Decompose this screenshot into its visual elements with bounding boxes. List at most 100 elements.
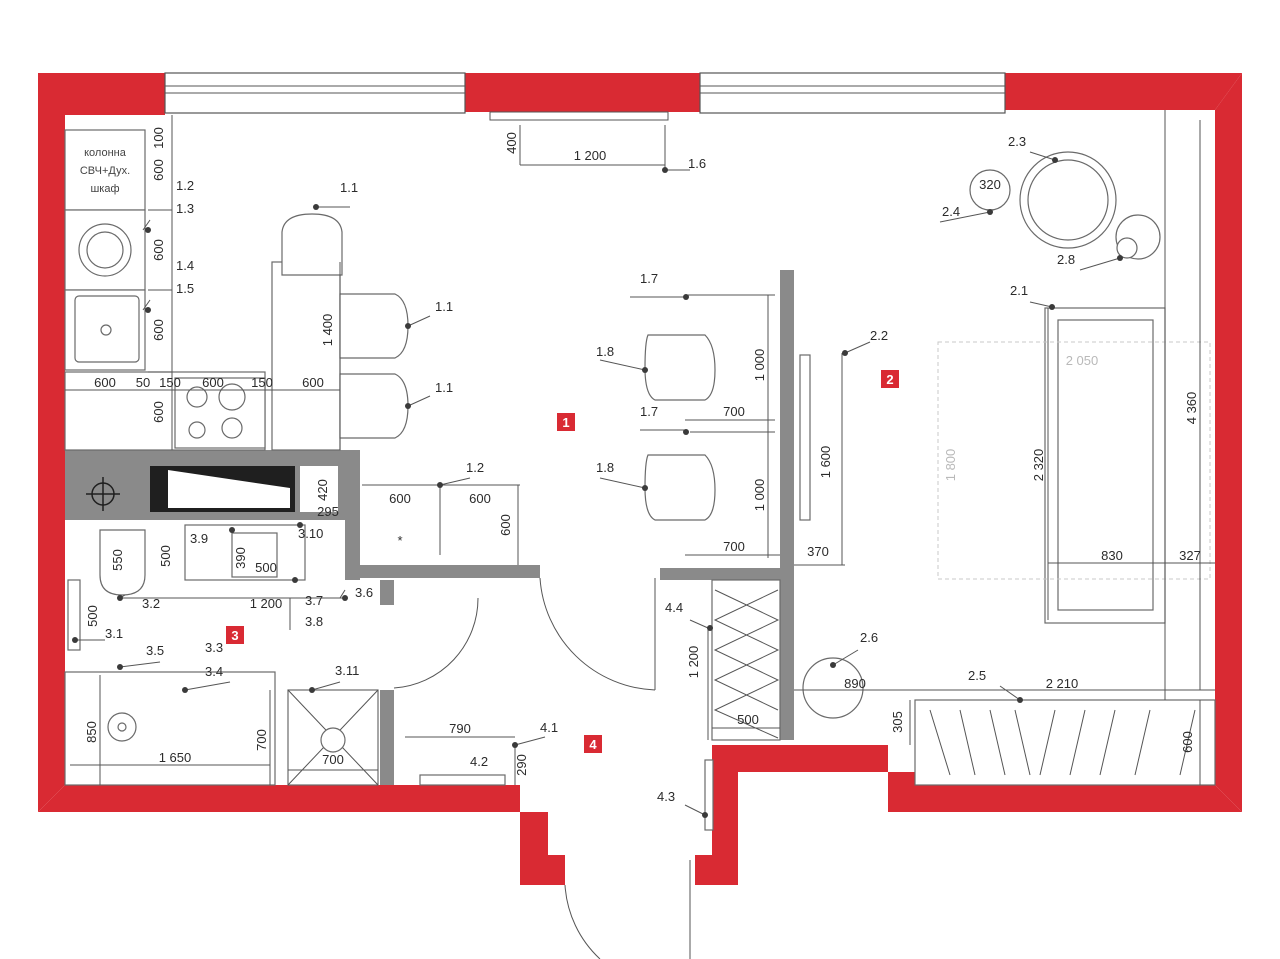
cabinet-note-2: СВЧ+Дух.	[80, 165, 130, 177]
label-1-4: 1.4	[176, 258, 194, 273]
label-3-9: 3.9	[190, 531, 208, 546]
dim-850: 850	[84, 721, 99, 743]
cabinet-note-3: шкаф	[90, 183, 119, 195]
outer-wall-bottom-mid	[712, 745, 915, 885]
dim-50: 50	[136, 375, 150, 390]
outer-wall-bottom-right	[888, 785, 1242, 812]
label-1-7-b: 1.7	[640, 404, 658, 419]
kitchen-left: колонна СВЧ+Дух. шкаф	[64, 129, 266, 451]
dim-500-c: 500	[85, 605, 100, 627]
chair-top	[281, 213, 343, 276]
outer-wall-top-mid	[465, 73, 700, 112]
room-badges: 1 2 3 4	[226, 370, 899, 753]
dim-550: 550	[110, 549, 125, 571]
dim-390: 390	[233, 547, 248, 569]
hall-shelf	[419, 774, 506, 786]
wall-bath-right	[380, 690, 394, 785]
dim-500-d: 500	[737, 712, 759, 727]
label-1-1-b: 1.1	[435, 299, 453, 314]
dim-600-v3: 600	[151, 319, 166, 341]
dim-700-a: 700	[723, 404, 745, 419]
outer-wall-bottom-left	[38, 785, 548, 885]
dim-600-v4: 600	[151, 401, 166, 423]
windows	[164, 72, 1006, 121]
target-icon	[86, 477, 120, 511]
dining-table	[271, 261, 341, 451]
label-2-5: 2.5	[968, 668, 986, 683]
dim-1200-top: 1 200	[574, 148, 607, 163]
chair-right-1	[339, 293, 409, 359]
label-1-1-c: 1.1	[435, 380, 453, 395]
room-badge-1	[557, 413, 575, 431]
outer-wall-left-top	[38, 73, 165, 812]
dim-600-h3: 600	[302, 375, 324, 390]
dim-600-h5: 600	[469, 491, 491, 506]
dimensions: 100 600 600 600 600 600 50 150 600 150 6…	[84, 127, 1201, 776]
dim-100: 100	[151, 127, 166, 149]
dim-1650: 1 650	[159, 750, 192, 765]
dim-4360: 4 360	[1184, 392, 1199, 425]
dim-500-a: 500	[158, 545, 173, 567]
label-4-3: 4.3	[657, 789, 675, 804]
dim-600-v2: 600	[151, 239, 166, 261]
dim-830: 830	[1101, 548, 1123, 563]
label-1-7-a: 1.7	[640, 271, 658, 286]
label-4-2: 4.2	[470, 754, 488, 769]
living-furniture	[799, 110, 1216, 786]
toilet	[99, 529, 146, 596]
wardrobe	[914, 699, 1216, 786]
dim-700-b: 700	[723, 539, 745, 554]
label-1-2-b: 1.2	[466, 460, 484, 475]
wall-shower	[380, 580, 394, 605]
outer-walls	[38, 73, 1242, 885]
outer-wall-entry-left	[520, 855, 565, 885]
shaft-opening	[300, 466, 338, 512]
dim-370: 370	[807, 544, 829, 559]
label-2-1: 2.1	[1010, 283, 1028, 298]
wall-hall-top	[660, 568, 794, 580]
label-3-10: 3.10	[298, 526, 323, 541]
dim-295: 295	[317, 504, 339, 519]
label-3-7: 3.7	[305, 593, 323, 608]
label-2-6: 2.6	[860, 630, 878, 645]
dim-305: 305	[890, 711, 905, 733]
dim-600-h2: 600	[202, 375, 224, 390]
dining-set	[271, 213, 409, 451]
dim-1600: 1 600	[818, 446, 833, 479]
dim-1200-v: 1 200	[686, 646, 701, 679]
item-labels: 1.1 1.1 1.1 1.2 1.3 1.4 1.5 1.2 1.6 1.7 …	[105, 134, 1075, 804]
label-3-8: 3.8	[305, 614, 323, 629]
dim-1200-bath: 1 200	[250, 596, 283, 611]
tv-panel	[799, 354, 811, 521]
dim-1000-a: 1 000	[752, 349, 767, 382]
door-swing-entry	[564, 884, 601, 959]
outer-wall-top-right	[1005, 73, 1242, 110]
label-1-8-a: 1.8	[596, 344, 614, 359]
room-badge-4	[584, 735, 602, 753]
dim-600-v1: 600	[151, 159, 166, 181]
dim-600-h1: 600	[94, 375, 116, 390]
towel-rail	[67, 579, 81, 651]
dim-150-b: 150	[251, 375, 273, 390]
dim-290: 290	[514, 754, 529, 776]
wall-bath-hall-h	[345, 565, 540, 578]
room-number-4: 4	[589, 737, 597, 752]
room-number-1: 1	[562, 415, 569, 430]
label-3-2: 3.2	[142, 596, 160, 611]
label-3-6: 3.6	[355, 585, 373, 600]
cabinet-note-1: колонна	[84, 147, 127, 159]
wall-hall-living-v	[780, 270, 794, 740]
rug	[937, 341, 1211, 580]
dim-1400: 1 400	[320, 314, 335, 347]
chair-right-2	[339, 373, 409, 439]
room-number-3: 3	[231, 628, 238, 643]
dim-1000-b: 1 000	[752, 479, 767, 512]
dim-600-v6: 600	[1180, 731, 1195, 753]
round-table	[802, 657, 864, 719]
asterisk: *	[397, 533, 402, 548]
dim-327: 327	[1179, 548, 1201, 563]
door-swing-bath	[393, 597, 479, 689]
dim-1800: 1 800	[943, 449, 958, 482]
hall-storage	[393, 577, 781, 959]
